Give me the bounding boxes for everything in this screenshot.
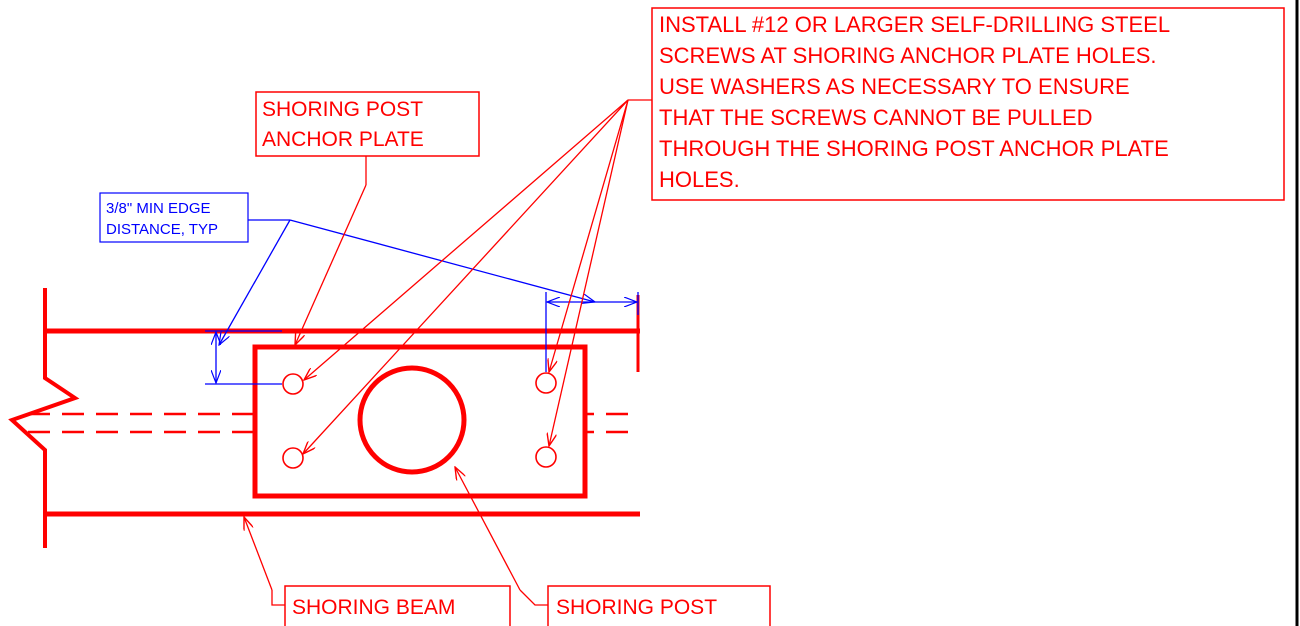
anchor-hole-bottom-left <box>282 447 304 469</box>
label-install-note-box <box>651 7 1285 201</box>
install-note-line-3: USE WASHERS AS NECESSARY TO ENSURE <box>659 74 1130 99</box>
install-note-line-2: SCREWS AT SHORING ANCHOR PLATE HOLES. <box>659 43 1157 68</box>
shoring-beam-leader-foot <box>271 590 285 606</box>
beam-break-line <box>8 288 80 548</box>
install-leader-hole-br <box>549 99 629 446</box>
install-leader-hole-tr <box>549 99 629 372</box>
anchor-hole-bottom-right <box>535 446 557 468</box>
install-note-line-5: THROUGH THE SHORING POST ANCHOR PLATE <box>659 136 1169 161</box>
label-edge-distance: 3/8" MIN EDGE DISTANCE, TYP <box>99 192 249 243</box>
edge-leader-left <box>219 219 291 345</box>
shoring-post-leader <box>455 467 521 591</box>
shoring-beam-leader <box>244 517 273 591</box>
shoring-beam-text: SHORING BEAM <box>292 596 455 619</box>
shoring-post-circle <box>357 365 467 475</box>
leader-lines <box>244 99 652 606</box>
label-shoring-beam: SHORING BEAM <box>284 585 511 626</box>
anchor-hole-top-right <box>535 372 557 394</box>
label-shoring-post: SHORING POST <box>547 585 771 626</box>
label-shoring-post-box <box>547 585 771 626</box>
label-anchor-plate-line-2: ANCHOR PLATE <box>262 128 424 151</box>
shoring-post-text: SHORING POST <box>556 596 717 619</box>
install-note-line-4: THAT THE SCREWS CANNOT BE PULLED <box>659 105 1093 130</box>
install-leader-hole-bl <box>303 99 629 454</box>
install-note-line-1: INSTALL #12 OR LARGER SELF-DRILLING STEE… <box>659 12 1170 37</box>
install-note-line-6: HOLES. <box>659 167 740 192</box>
label-anchor-plate: SHORING POST ANCHOR PLATE <box>255 91 480 157</box>
anchor-plate-leader <box>295 184 367 345</box>
label-install-note: INSTALL #12 OR LARGER SELF-DRILLING STEE… <box>651 7 1285 201</box>
label-anchor-plate-box <box>255 91 480 157</box>
edge-distance-line-1: 3/8" MIN EDGE <box>106 200 211 217</box>
install-leader-hole-tl <box>304 99 629 380</box>
anchor-hole-top-left <box>282 373 304 395</box>
shoring-post-leader-foot <box>519 589 548 606</box>
label-edge-distance-box <box>99 192 249 243</box>
anchor-plate <box>252 344 588 499</box>
edge-distance-line-2: DISTANCE, TYP <box>106 221 218 238</box>
label-shoring-beam-box <box>284 585 511 626</box>
label-anchor-plate-line-1: SHORING POST <box>262 98 423 121</box>
